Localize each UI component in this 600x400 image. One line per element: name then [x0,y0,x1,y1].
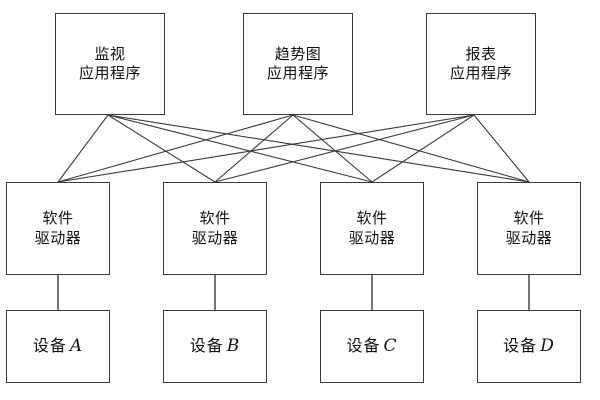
edge-app-report-to-driver-c [371,114,475,183]
edge-app-report-to-driver-b [214,114,475,183]
edge-app-report-to-driver-a [57,114,475,183]
application-label-line1: 报表 [465,44,497,63]
edge-app-monitor-to-driver-c [107,114,373,183]
app-report[interactable]: 报表应用程序 [426,13,536,115]
driver-b[interactable]: 软件驱动器 [163,182,267,275]
device-letter: C [383,335,398,356]
driver-d[interactable]: 软件驱动器 [477,182,581,275]
edge-app-monitor-to-driver-d [107,114,530,183]
device-letter: A [69,335,84,356]
driver-a[interactable]: 软件驱动器 [6,182,110,275]
application-label-line1: 趋势图 [274,44,322,63]
driver-c[interactable]: 软件驱动器 [320,182,424,275]
edge-app-report-to-driver-d [473,114,530,183]
edge-app-trend-to-driver-d [292,114,530,183]
driver-label-line1: 软件 [356,209,388,228]
application-label-line1: 监视 [94,44,126,63]
application-label-line2: 应用程序 [78,64,141,82]
application-label-line2: 应用程序 [449,64,512,82]
edge-app-monitor-to-driver-b [107,114,216,183]
driver-label-line1: 软件 [42,209,74,228]
driver-label-line2: 驱动器 [348,228,396,247]
driver-label-line2: 驱动器 [34,228,82,247]
application-label-line2: 应用程序 [266,64,329,82]
driver-label-line1: 软件 [199,209,231,228]
device-letter: D [540,335,555,356]
edge-app-trend-to-driver-c [292,114,373,183]
edge-app-trend-to-driver-a [57,114,294,183]
device-letter: B [226,335,241,356]
driver-label-line2: 驱动器 [191,228,239,247]
edge-app-monitor-to-driver-a [57,114,109,183]
edge-app-trend-to-driver-b [214,114,294,183]
app-monitor[interactable]: 监视应用程序 [55,13,165,115]
driver-label-line1: 软件 [513,209,545,228]
app-trend[interactable]: 趋势图应用程序 [243,13,353,115]
driver-label-line2: 驱动器 [505,228,553,247]
